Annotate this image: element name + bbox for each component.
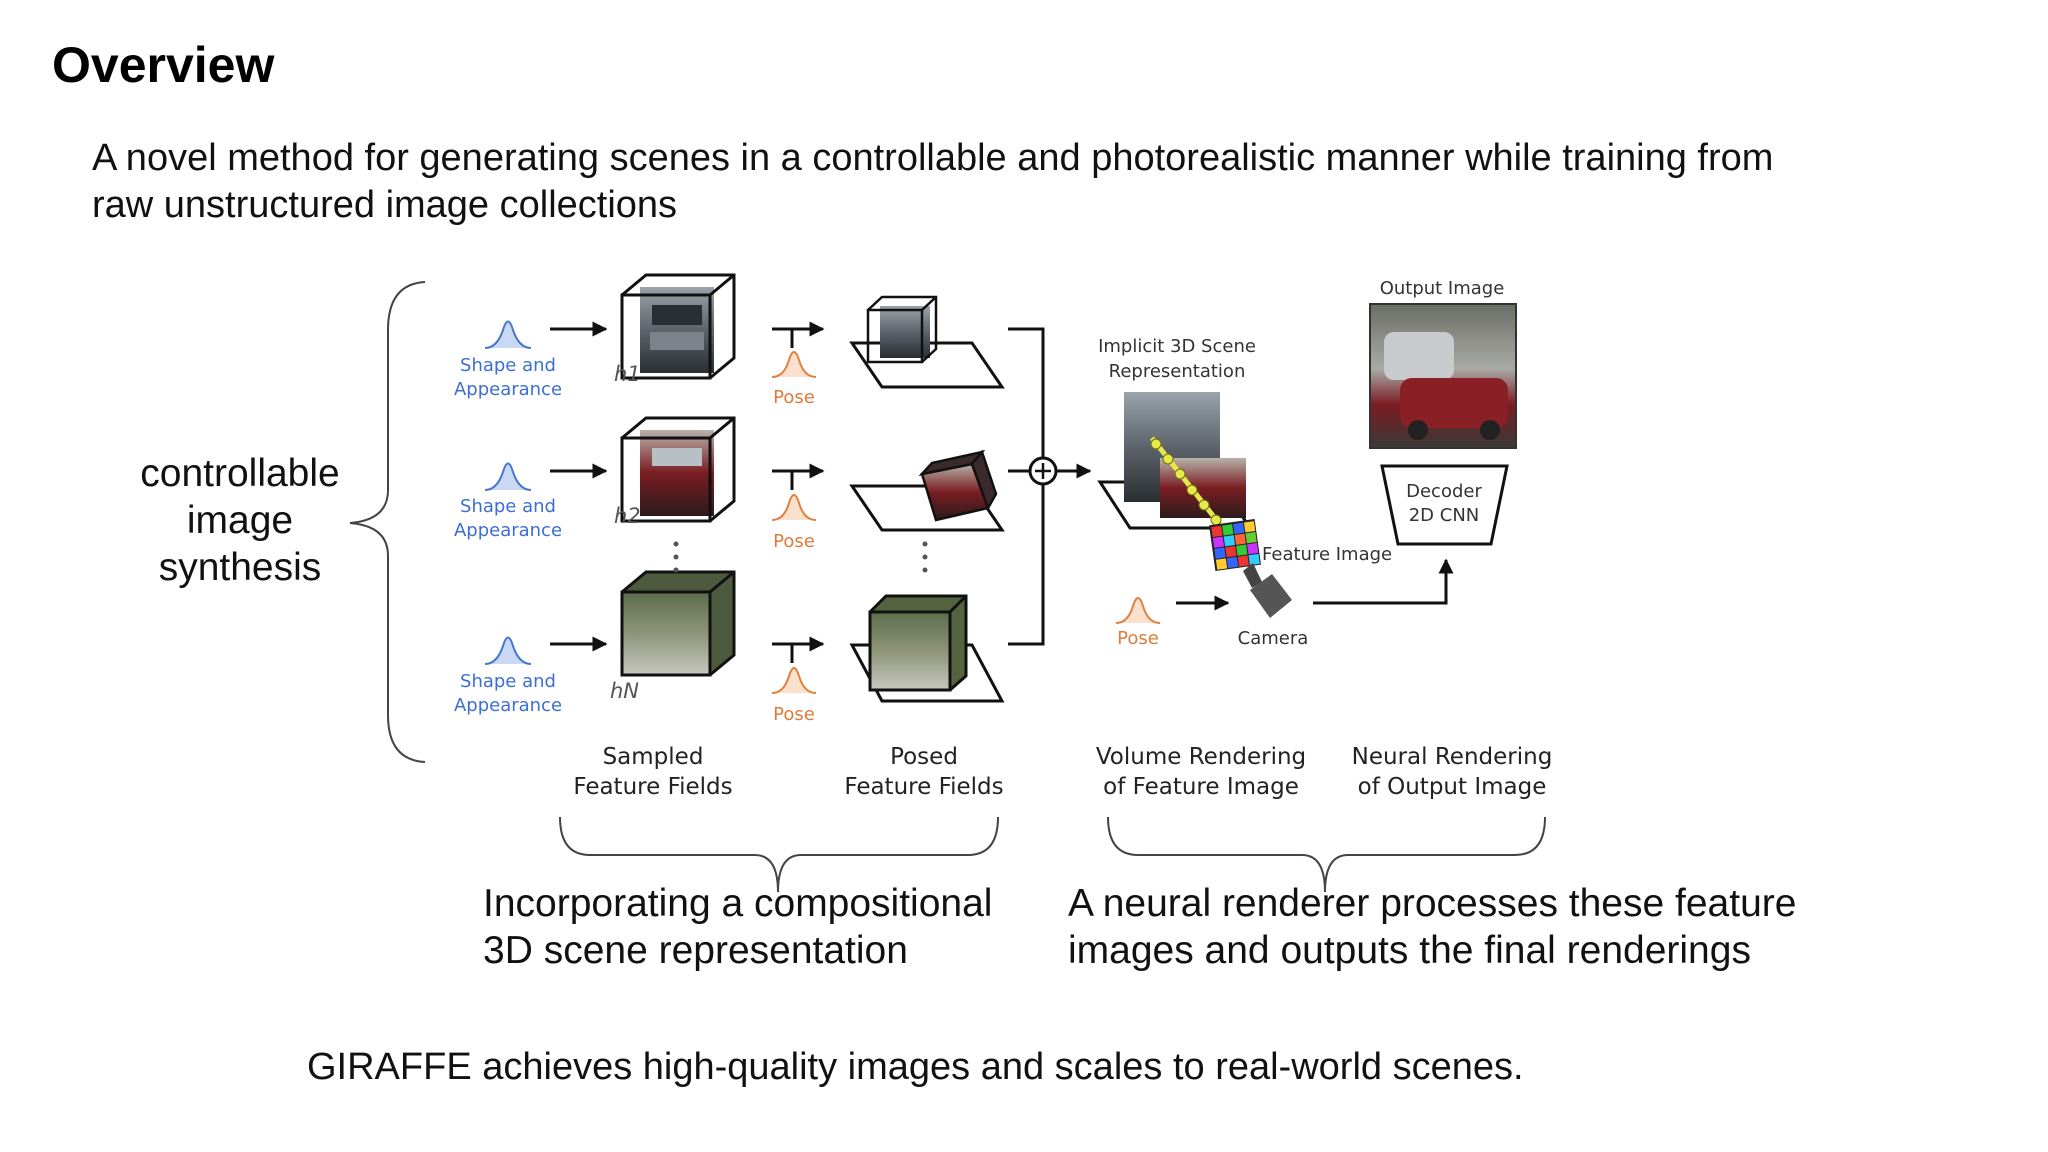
bottom-brace-right: [1107, 816, 1546, 893]
intro-line-1: A novel method for generating scenes in …: [92, 137, 1774, 179]
composition-operator: [1028, 456, 1058, 486]
shape-curve-2: [484, 462, 532, 491]
footer-statement: GIRAFFE achieves high-quality images and…: [307, 1046, 1524, 1088]
shape-label-2b: Appearance: [454, 520, 562, 541]
decoder-label-1: Decoder: [1406, 481, 1482, 502]
posed-field-1: [849, 295, 1005, 389]
camera-pose-curve: [1115, 597, 1161, 624]
decoder-label-2: 2D CNN: [1409, 505, 1480, 526]
right-caption-line-1: A neural renderer processes these featur…: [1068, 882, 1797, 925]
arrow-to-decoder: [1313, 558, 1454, 605]
sampled-cube-1: [620, 273, 736, 380]
output-image: [1369, 303, 1517, 449]
shape-curve-3: [484, 636, 532, 665]
camera-icon: [1243, 563, 1292, 618]
col-neural-1: Neural Rendering: [1352, 744, 1553, 770]
right-caption-line-2: images and outputs the final renderings: [1068, 929, 1751, 972]
feature-image-label: Feature Image: [1262, 544, 1392, 565]
left-brace: [349, 281, 426, 763]
col-sampled-1: Sampled: [603, 744, 704, 770]
pose-label-3: Pose: [773, 704, 815, 725]
composition-bracket: [1008, 327, 1045, 646]
sampled-cube-2: [620, 416, 736, 523]
camera-pose-label: Pose: [1117, 628, 1159, 649]
dots-sampled: [673, 541, 679, 573]
decoder-block: [1380, 464, 1509, 546]
dots-posed: [922, 541, 928, 573]
implicit-label-2: Representation: [1109, 361, 1246, 382]
pose-arrow-3: [771, 636, 825, 694]
h-label-2: h2: [614, 504, 641, 528]
intro-line-2: raw unstructured image collections: [92, 184, 678, 226]
shape-label-3b: Appearance: [454, 695, 562, 716]
col-volume-2: of Feature Image: [1103, 774, 1299, 800]
shape-label-2a: Shape and: [460, 496, 556, 517]
side-label-line-1: controllable: [140, 452, 340, 495]
shape-curve-1: [484, 320, 532, 349]
pose-arrow-2: [771, 463, 825, 521]
left-caption-line-2: 3D scene representation: [483, 929, 908, 972]
output-image-label: Output Image: [1380, 278, 1505, 299]
slide-title: Overview: [52, 37, 275, 93]
side-label-line-3: synthesis: [158, 546, 322, 589]
side-label-line-2: image: [186, 499, 294, 542]
shape-label-3a: Shape and: [460, 671, 556, 692]
h-label-3: hN: [610, 679, 639, 703]
sampled-cube-3: [620, 570, 736, 677]
implicit-label-1: Implicit 3D Scene: [1098, 336, 1256, 357]
bottom-brace-left: [559, 816, 999, 893]
camera-label: Camera: [1238, 628, 1309, 649]
posed-field-2: [849, 449, 1005, 532]
feature-image-grid: [1209, 519, 1261, 571]
col-posed-1: Posed: [890, 744, 958, 770]
h-label-1: h1: [614, 362, 641, 386]
shape-label-1a: Shape and: [460, 355, 556, 376]
posed-field-3: [849, 594, 1005, 703]
left-caption-line-1: Incorporating a compositional: [483, 882, 993, 925]
shape-label-1b: Appearance: [454, 379, 562, 400]
col-volume-1: Volume Rendering: [1096, 744, 1306, 770]
col-posed-2: Feature Fields: [844, 774, 1003, 800]
pose-arrow-1: [771, 321, 825, 378]
col-neural-2: of Output Image: [1358, 774, 1547, 800]
pose-label-1: Pose: [773, 387, 815, 408]
col-sampled-2: Feature Fields: [573, 774, 732, 800]
pose-label-2: Pose: [773, 531, 815, 552]
